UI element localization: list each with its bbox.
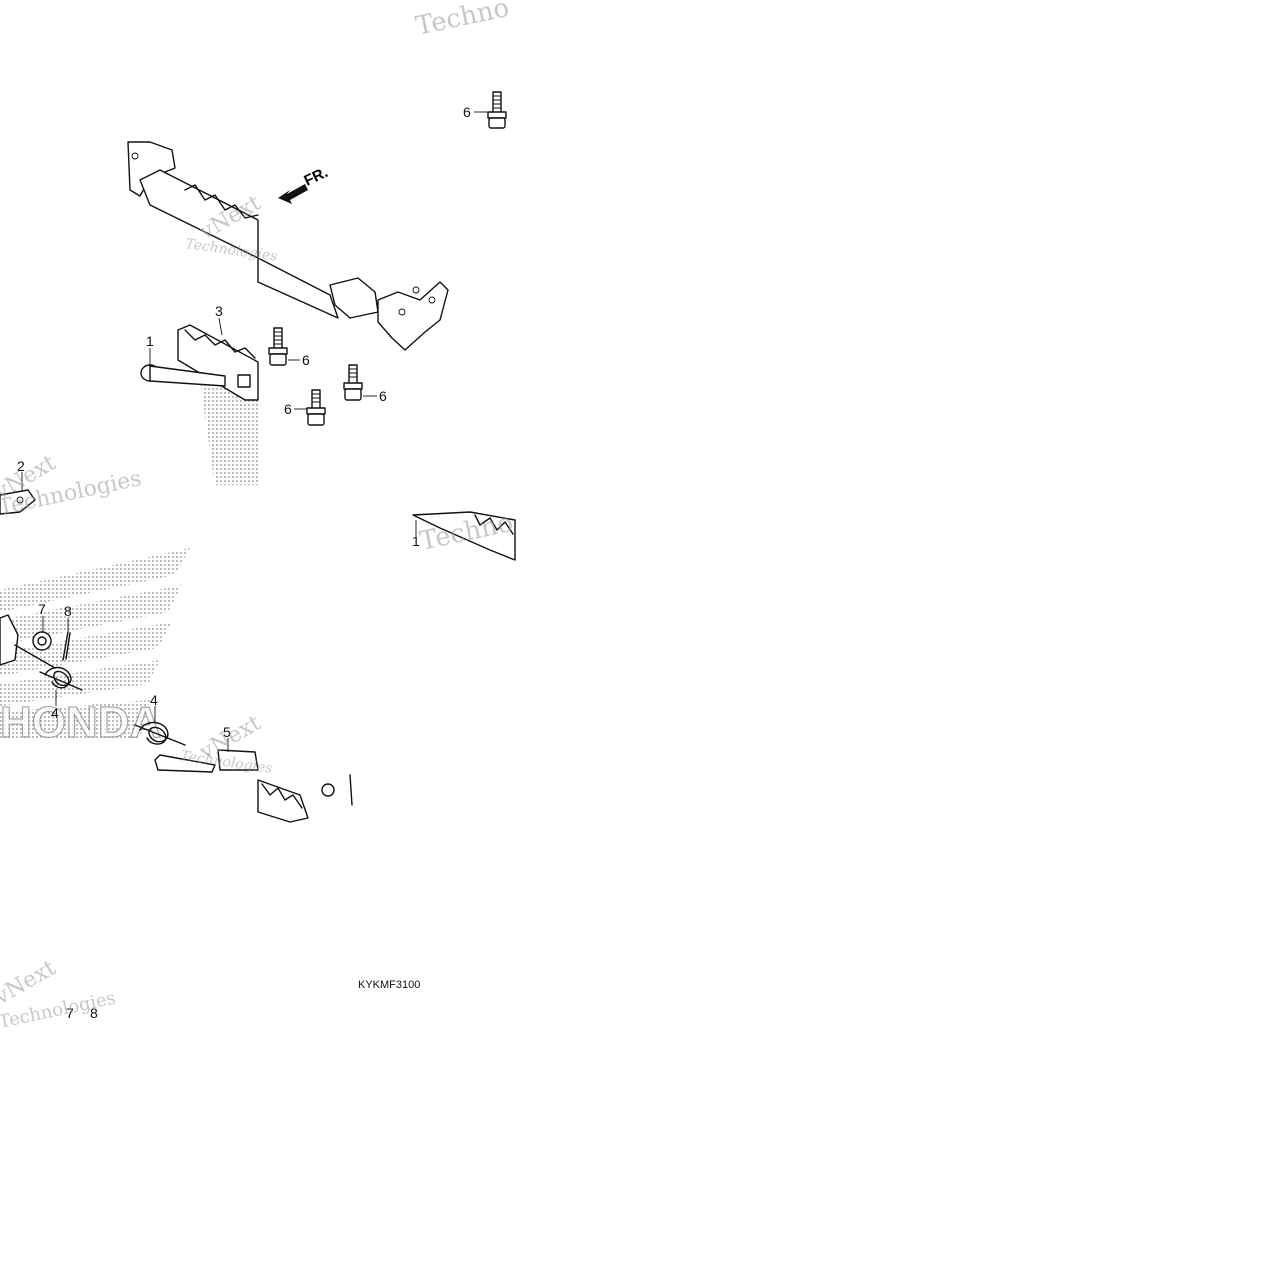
callout-5: 5 <box>223 724 231 740</box>
brand-letters-watermark: HONDA <box>0 697 162 747</box>
callout-1-b: 1 <box>412 533 420 549</box>
direction-label: FR. <box>302 164 331 190</box>
brand-wing-watermark <box>0 380 258 738</box>
part-code: KYKMF3100 <box>358 979 420 991</box>
callout-7-b: 7 <box>66 1005 74 1021</box>
svg-text:HONDA: HONDA <box>0 698 161 747</box>
callout-1-a: 1 <box>146 333 154 349</box>
callout-labels: 6 6 6 6 1 3 2 1 7 8 4 4 5 7 8 <box>17 104 471 1021</box>
bolt-6-top <box>487 91 507 129</box>
watermark-techno-top: Techno <box>413 0 512 42</box>
bolt-6-b <box>343 364 363 401</box>
callout-8-a: 8 <box>64 603 72 619</box>
bolt-6-c <box>306 389 326 426</box>
spring-4-b <box>134 721 186 746</box>
washer-7 <box>32 631 52 651</box>
callout-4-b: 4 <box>150 692 158 708</box>
callout-3: 3 <box>215 303 223 319</box>
callout-4-a: 4 <box>51 705 59 721</box>
pivot-5 <box>154 749 259 773</box>
callout-7-a: 7 <box>38 601 46 617</box>
cotter-pin-8 <box>62 631 71 661</box>
callout-6-c: 6 <box>284 401 292 417</box>
footpeg-lower-fragment <box>257 774 353 823</box>
lower-bracket <box>0 614 56 669</box>
footpeg-3 <box>177 324 259 401</box>
footpeg-bracket-assembly <box>127 141 449 351</box>
callout-6-b: 6 <box>379 388 387 404</box>
callout-2: 2 <box>17 458 25 474</box>
callout-6-a: 6 <box>302 352 310 368</box>
spring-4-a <box>39 666 83 691</box>
leader-lines <box>21 111 488 752</box>
bolt-6-a <box>268 327 288 366</box>
front-direction-arrow: FR. <box>278 164 331 204</box>
footpeg-fragment-right <box>412 511 516 561</box>
bracket-2-fragment <box>0 489 36 515</box>
callout-6-top: 6 <box>463 104 471 120</box>
callout-8-b: 8 <box>90 1005 98 1021</box>
